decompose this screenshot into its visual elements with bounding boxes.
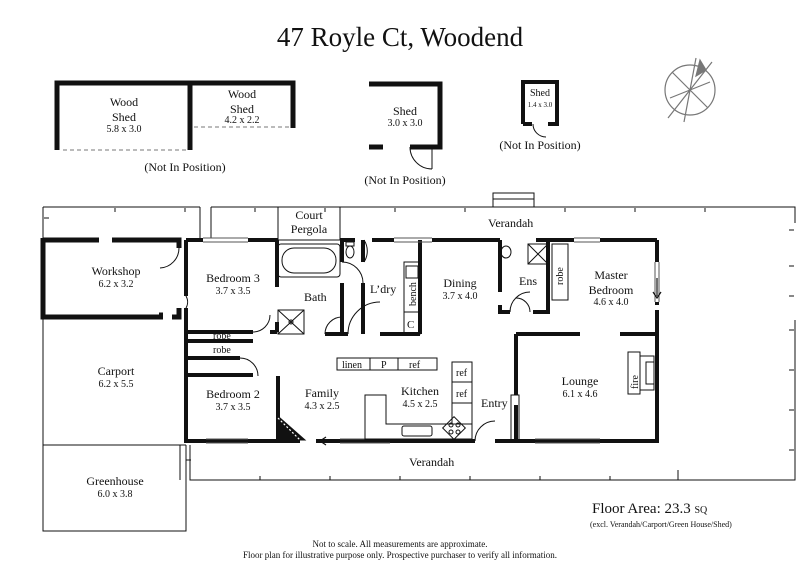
ensuite-label: Ens bbox=[519, 274, 537, 288]
compass-icon bbox=[664, 57, 716, 123]
shed-2-size: 1.4 x 3.0 bbox=[527, 101, 553, 109]
master-robe-label: robe bbox=[555, 267, 566, 285]
pantry-label: P bbox=[381, 360, 387, 371]
shed-2-name: Shed bbox=[530, 88, 550, 99]
verandah-bottom-label: Verandah bbox=[409, 455, 455, 469]
workshop-name: Workshop bbox=[91, 264, 141, 278]
greenhouse-name: Greenhouse bbox=[86, 474, 144, 488]
page-title: 47 Royle Ct, Woodend bbox=[276, 22, 524, 52]
fridge-label: ref bbox=[409, 360, 421, 371]
robe-label-2: robe bbox=[213, 345, 231, 356]
family-name: Family bbox=[304, 386, 339, 400]
family-stair-marker bbox=[279, 416, 307, 441]
shed-1-not-in-position: (Not In Position) bbox=[364, 173, 446, 187]
laundry-bench bbox=[403, 261, 421, 335]
direction-arrows bbox=[319, 278, 662, 446]
wood-shed-1-size: 5.8 x 3.0 bbox=[106, 124, 142, 135]
wood-shed-2-size: 4.2 x 2.2 bbox=[224, 115, 260, 126]
family-size: 4.3 x 2.5 bbox=[304, 401, 340, 412]
shed-1-size: 3.0 x 3.0 bbox=[387, 118, 423, 129]
wood-shed-1-name: Wood Shed bbox=[109, 95, 139, 124]
master-bedroom-name: Master Bedroom bbox=[588, 268, 634, 297]
cupboard-label: C bbox=[407, 319, 414, 331]
kitchen-ref-label: ref bbox=[456, 368, 468, 379]
verandah-top-label: Verandah bbox=[488, 216, 534, 230]
house-walls bbox=[184, 238, 659, 443]
fireplace bbox=[627, 351, 655, 395]
disclaimer-line-1: Not to scale. All measurements are appro… bbox=[312, 539, 488, 549]
laundry-label: L’dry bbox=[370, 282, 397, 296]
shed-3x3-walls bbox=[369, 81, 443, 170]
wood-shed-2-name: Wood Shed bbox=[227, 87, 257, 116]
disclaimer-line-2: Floor plan for illustrative purpose only… bbox=[242, 550, 558, 560]
floor-area-unit: SQ bbox=[694, 505, 708, 516]
entry-label: Entry bbox=[481, 396, 508, 410]
bedroom3-name: Bedroom 3 bbox=[206, 271, 260, 285]
fire-label: fire bbox=[630, 375, 641, 389]
master-bedroom-size: 4.6 x 4.0 bbox=[593, 297, 629, 308]
floor-area: Floor Area: 23.3 SQ bbox=[592, 501, 708, 517]
shed-small-walls bbox=[521, 80, 559, 138]
carport-greenhouse-outline bbox=[42, 317, 187, 532]
lounge-size: 6.1 x 4.6 bbox=[562, 389, 598, 400]
shed-2-not-in-position: (Not In Position) bbox=[499, 138, 581, 152]
kitchen-size: 4.5 x 2.5 bbox=[402, 399, 438, 410]
dining-name: Dining bbox=[443, 276, 477, 290]
ensuite-fixtures bbox=[499, 243, 569, 313]
floor-area-note: (excl. Verandah/Carport/Green House/Shed… bbox=[590, 520, 732, 529]
lounge-name: Lounge bbox=[561, 374, 599, 388]
workshop-size: 6.2 x 3.2 bbox=[98, 279, 134, 290]
verandah-outline bbox=[42, 192, 796, 527]
kitchen-name: Kitchen bbox=[401, 384, 439, 398]
carport-size: 6.2 x 5.5 bbox=[98, 379, 134, 390]
kitchen-fixtures bbox=[336, 357, 520, 442]
kitchen-ref-label-2: ref bbox=[456, 389, 468, 400]
robe-label-1: robe bbox=[213, 331, 231, 342]
wood-shed-not-in-position: (Not In Position) bbox=[144, 160, 226, 174]
bench-label: bench bbox=[408, 282, 419, 306]
bedroom2-name: Bedroom 2 bbox=[206, 387, 260, 401]
wood-shed-walls bbox=[54, 80, 296, 151]
bedroom3-size: 3.7 x 3.5 bbox=[215, 286, 251, 297]
door-swings bbox=[185, 239, 531, 377]
greenhouse-size: 6.0 x 3.8 bbox=[97, 489, 133, 500]
bath-fixtures bbox=[252, 241, 381, 335]
bedroom2-size: 3.7 x 3.5 bbox=[215, 402, 251, 413]
court-pergola-label: Court Pergola bbox=[290, 208, 328, 236]
linen-label: linen bbox=[342, 360, 362, 371]
carport-name: Carport bbox=[97, 364, 135, 378]
shed-1-name: Shed bbox=[393, 104, 417, 118]
court-pergola-outline bbox=[277, 206, 341, 241]
dining-size: 3.7 x 4.0 bbox=[442, 291, 478, 302]
bath-label: Bath bbox=[304, 290, 327, 304]
